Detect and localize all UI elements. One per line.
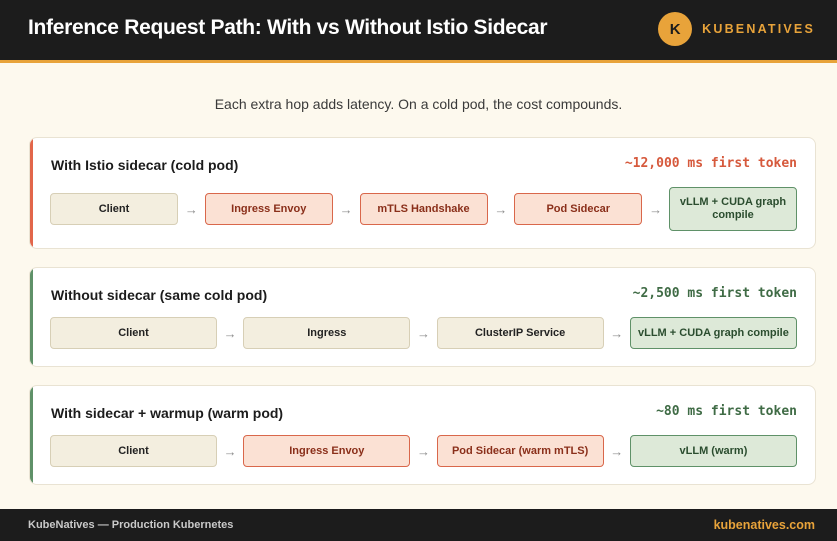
- panel-title: Without sidecar (same cold pod): [51, 287, 268, 303]
- arrow-right-icon: →: [494, 201, 508, 217]
- footer-bar: KubeNatives — Production Kubernetes kube…: [0, 509, 837, 541]
- arrow-right-icon: →: [416, 443, 430, 459]
- panel-without-sidecar-cold: Without sidecar (same cold pod) ~2,500 m…: [29, 267, 816, 367]
- request-flow: Client → Ingress Envoy → mTLS Handshake …: [50, 187, 797, 231]
- page-title: Inference Request Path: With vs Without …: [28, 16, 548, 39]
- node-client: Client: [50, 435, 217, 467]
- node-pod-sidecar-warm: Pod Sidecar (warm mTLS): [436, 435, 604, 467]
- first-token-latency: ~12,000 ms first token: [624, 156, 797, 171]
- first-token-latency: ~80 ms first token: [656, 404, 797, 419]
- node-ingress: Ingress: [243, 317, 411, 349]
- brand[interactable]: K KUBENATIVES: [658, 12, 815, 46]
- panel-title: With sidecar + warmup (warm pod): [51, 405, 284, 421]
- arrow-right-icon: →: [223, 325, 237, 341]
- arrow-right-icon: →: [610, 325, 624, 341]
- diagram-subtitle: Each extra hop adds latency. On a cold p…: [214, 96, 623, 112]
- node-vllm-warm: vLLM (warm): [629, 435, 797, 467]
- arrow-right-icon: →: [339, 201, 353, 217]
- node-clusterip-service: ClusterIP Service: [436, 317, 604, 349]
- footer-link[interactable]: kubenatives.com: [713, 518, 815, 532]
- node-client: Client: [50, 193, 178, 225]
- node-ingress-envoy: Ingress Envoy: [204, 193, 333, 225]
- brand-name: KUBENATIVES: [702, 22, 815, 36]
- panel-title: With Istio sidecar (cold pod): [51, 157, 239, 173]
- node-vllm-compile: vLLM + CUDA graph compile: [629, 317, 797, 349]
- node-client: Client: [50, 317, 217, 349]
- arrow-right-icon: →: [610, 443, 624, 459]
- arrow-right-icon: →: [223, 443, 237, 459]
- node-mtls-handshake: mTLS Handshake: [359, 193, 488, 225]
- panel-with-sidecar-warm: With sidecar + warmup (warm pod) ~80 ms …: [29, 385, 816, 485]
- node-pod-sidecar: Pod Sidecar: [514, 193, 643, 225]
- first-token-latency: ~2,500 ms first token: [632, 286, 797, 301]
- node-vllm-compile: vLLM + CUDA graph compile: [669, 187, 797, 231]
- header-bar: Inference Request Path: With vs Without …: [0, 0, 837, 63]
- request-flow: Client → Ingress Envoy → Pod Sidecar (wa…: [50, 435, 797, 467]
- request-flow: Client → Ingress → ClusterIP Service → v…: [50, 317, 797, 349]
- arrow-right-icon: →: [649, 201, 663, 217]
- node-ingress-envoy: Ingress Envoy: [243, 435, 411, 467]
- arrow-right-icon: →: [416, 325, 430, 341]
- footer-caption: KubeNatives — Production Kubernetes: [28, 519, 234, 531]
- arrow-right-icon: →: [184, 201, 198, 217]
- brand-logo-icon: K: [658, 12, 693, 46]
- panel-with-sidecar-cold: With Istio sidecar (cold pod) ~12,000 ms…: [29, 137, 816, 249]
